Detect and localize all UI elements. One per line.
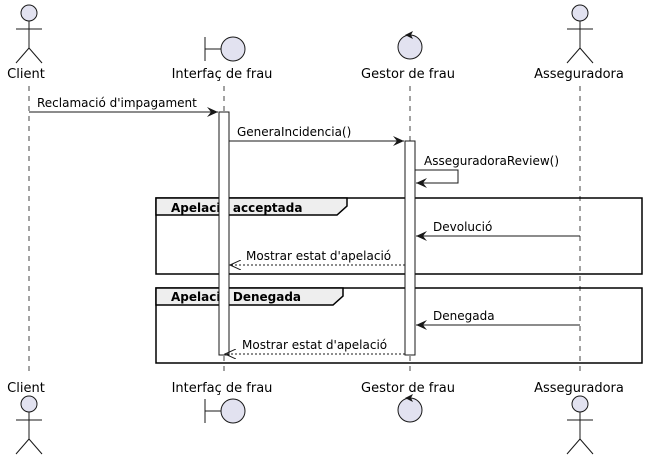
participant-label-gestor: Gestor de frau — [361, 381, 455, 396]
messages: Reclamació d'impagament GeneraIncidencia… — [29, 96, 580, 354]
fragment-acceptada: Apelació acceptada — [155, 197, 643, 275]
message-label: Devolució — [433, 220, 492, 234]
message-label: GeneraIncidencia() — [237, 125, 351, 139]
participant-label-client: Client — [7, 381, 45, 396]
fragment-header-shape — [155, 197, 348, 216]
actor-icon — [566, 395, 594, 455]
participants-bottom: Client Interfaç de frau Gestor de frau A… — [7, 381, 624, 455]
message-label: Mostrar estat d'apelació — [246, 249, 391, 263]
actor-icon — [15, 395, 43, 455]
message-arrow-self — [415, 169, 459, 188]
participant-label-interface: Interfaç de frau — [172, 67, 273, 82]
boundary-icon — [204, 36, 246, 62]
message-label: Reclamació d'impagament — [37, 96, 197, 110]
activation-interface — [218, 111, 230, 356]
participant-label-asseguradora: Asseguradora — [534, 67, 624, 82]
fragment-denegada: Apelació Denegada — [155, 287, 643, 364]
boundary-icon — [204, 398, 246, 424]
participant-label-interface: Interfaç de frau — [172, 381, 273, 396]
actor-icon — [15, 4, 43, 64]
participant-label-asseguradora: Asseguradora — [534, 381, 624, 396]
participant-label-gestor: Gestor de frau — [361, 67, 455, 82]
actor-icon — [566, 4, 594, 64]
control-icon — [397, 394, 423, 423]
message-label: Denegada — [433, 309, 495, 323]
fragment-header-shape — [155, 287, 344, 306]
participants-top: Client Interfaç de frau Gestor de frau A… — [7, 4, 624, 82]
message-label: AsseguradoraReview() — [424, 154, 559, 168]
participant-label-client: Client — [7, 67, 45, 82]
activations — [218, 111, 416, 356]
activation-gestor — [404, 140, 416, 356]
fragment-label: Apelació Denegada — [171, 290, 301, 304]
fragment-label: Apelació acceptada — [171, 201, 302, 215]
control-icon — [397, 31, 423, 60]
message-label: Mostrar estat d'apelació — [242, 338, 387, 352]
